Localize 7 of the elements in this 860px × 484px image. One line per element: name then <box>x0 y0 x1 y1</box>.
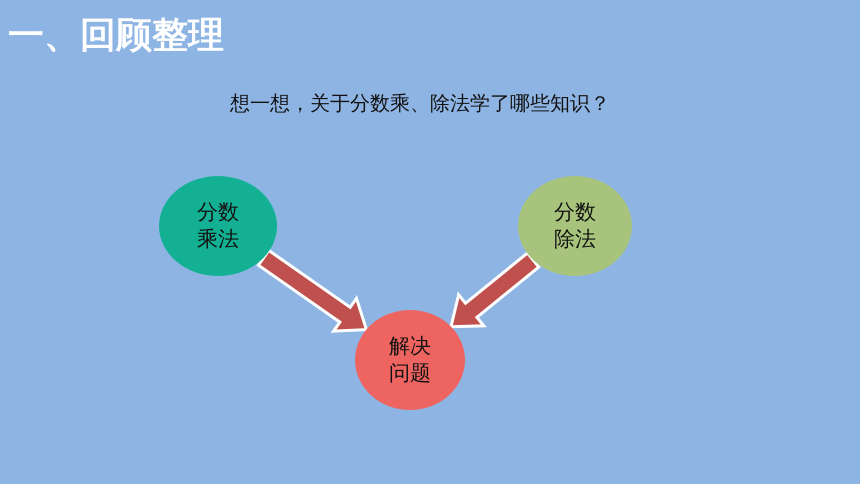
question-text: 想一想，关于分数乘、除法学了哪些知识？ <box>229 90 611 117</box>
topic-text: 分数除法 <box>553 198 597 253</box>
topic-text: 分数乘法 <box>196 198 240 253</box>
block-arrow <box>256 248 368 333</box>
slide-title: 一、回顾整理 <box>8 14 224 58</box>
topic-text: 解决问题 <box>388 332 432 387</box>
block-arrow <box>449 250 541 328</box>
